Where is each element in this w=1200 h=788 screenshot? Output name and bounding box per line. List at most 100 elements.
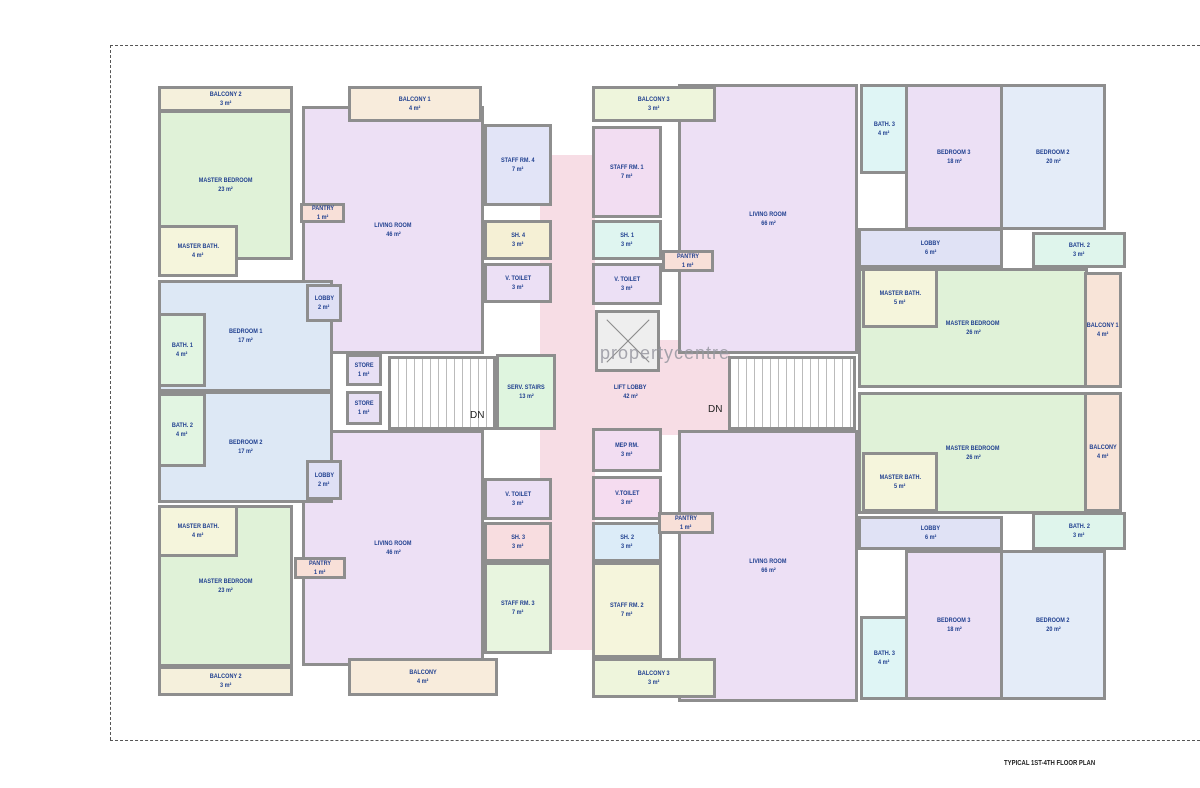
staircase-right (728, 356, 856, 430)
room-name: BALCONY 3 (638, 670, 670, 677)
room-area: 3 m² (621, 543, 633, 550)
room-name: BEDROOM 3 (937, 617, 971, 624)
staircase-left (388, 356, 496, 430)
room-area: 26 m² (965, 454, 981, 461)
room-area: 1 m² (314, 569, 326, 576)
room-name: BEDROOM 2 (1036, 149, 1070, 156)
room-name: BALCONY 2 (209, 673, 242, 680)
room-area: 3 m² (621, 499, 633, 506)
room-name: V.TOILET (614, 490, 640, 497)
room-area: 6 m² (924, 534, 937, 541)
room-name: LOBBY (314, 472, 334, 479)
room-name: MEP RM. (615, 442, 639, 449)
plan-title: TYPICAL 1ST-4TH FLOOR PLAN (1004, 760, 1096, 767)
stair-dn-label-right: DN (708, 404, 723, 415)
room-area: 26 m² (965, 329, 981, 336)
room-name: V. TOILET (505, 491, 531, 498)
watermark: propertycentre (600, 343, 731, 363)
room-area: 23 m² (218, 186, 233, 193)
room-name: BEDROOM 2 (1036, 617, 1070, 624)
lift-shaft (595, 310, 660, 372)
room-name: MASTER BATH. (879, 474, 921, 481)
room-area: 3 m² (512, 284, 524, 291)
room-name: BATH. 2 (1068, 242, 1090, 249)
room-name: LOBBY (920, 240, 941, 247)
room-sh-2: SH. 2 3 m² (592, 522, 662, 562)
room-name: MASTER BATH. (879, 290, 921, 297)
room-area: 3 m² (648, 105, 660, 112)
room-serv-stairs: SERV. STAIRS 13 m² (496, 354, 556, 430)
room-name: BALCONY (1089, 444, 1117, 451)
room-name: SERV. STAIRS (507, 384, 545, 391)
room-name: BALCONY (409, 669, 437, 676)
room-name: LOBBY (920, 525, 941, 532)
room-area: 4 m² (192, 252, 204, 259)
room-area: 3 m² (219, 682, 232, 689)
room-name: LIVING ROOM (374, 540, 412, 547)
room-name: BEDROOM 3 (937, 149, 971, 156)
room-area: 18 m² (946, 626, 962, 633)
room-name: LOBBY (314, 295, 334, 302)
room-name: STAFF RM. 3 (501, 600, 535, 607)
room-balcony: BALCONY 4 m² (1084, 392, 1122, 512)
room-name: STORE (354, 400, 374, 407)
room-v-toilet: V. TOILET 3 m² (484, 263, 552, 303)
room-lobby: LOBBY 2 m² (306, 284, 342, 322)
room-master-bath: MASTER BATH.5 m² (862, 268, 938, 328)
room-area: 4 m² (1097, 453, 1109, 460)
room-name: MASTER BATH. (177, 523, 219, 530)
room-name: MASTER BEDROOM (198, 177, 253, 184)
room-mep-rm: MEP RM.3 m² (592, 428, 662, 472)
room-name: STAFF RM. 2 (610, 602, 644, 609)
room-name: SH. 3 (511, 534, 525, 541)
room-name: V. TOILET (505, 275, 531, 282)
room-name: STAFF RM. 4 (501, 157, 535, 164)
room-area: 66 m² (760, 220, 776, 227)
room-area: 42 m² (622, 393, 638, 400)
room-area: 20 m² (1045, 626, 1061, 633)
room-area: 3 m² (512, 241, 524, 248)
room-name: SH. 1 (620, 232, 634, 239)
site-boundary-top (110, 45, 1200, 46)
room-area: 1 m² (358, 409, 370, 416)
room-name: LIVING ROOM (749, 558, 787, 565)
room-area: 23 m² (218, 587, 233, 594)
room-area: 7 m² (621, 173, 633, 180)
room-name: PANTRY (308, 560, 332, 567)
room-name: PANTRY (311, 205, 334, 212)
room-area: 3 m² (512, 543, 524, 550)
room-name: BATH. 2 (171, 422, 193, 429)
room-name: MASTER BATH. (177, 243, 219, 250)
room-area: 2 m² (318, 304, 330, 311)
room-name: PANTRY (674, 515, 698, 522)
room-area: 13 m² (518, 393, 534, 400)
room-area: 5 m² (894, 483, 906, 490)
room-pantry: PANTRY 1 m² (294, 557, 346, 579)
room-area: 3 m² (621, 285, 633, 292)
room-area: 7 m² (621, 611, 633, 618)
site-boundary-left (110, 45, 111, 740)
room-name: SH. 4 (511, 232, 525, 239)
room-v-toilet: V. TOILET 3 m² (592, 263, 662, 305)
room-master-bath: MASTER BATH.4 m² (158, 505, 238, 557)
room-name: BATH. 1 (171, 342, 193, 349)
room-area: 1 m² (682, 262, 694, 269)
room-name: SH. 2 (620, 534, 634, 541)
room-name: V. TOILET (614, 276, 640, 283)
